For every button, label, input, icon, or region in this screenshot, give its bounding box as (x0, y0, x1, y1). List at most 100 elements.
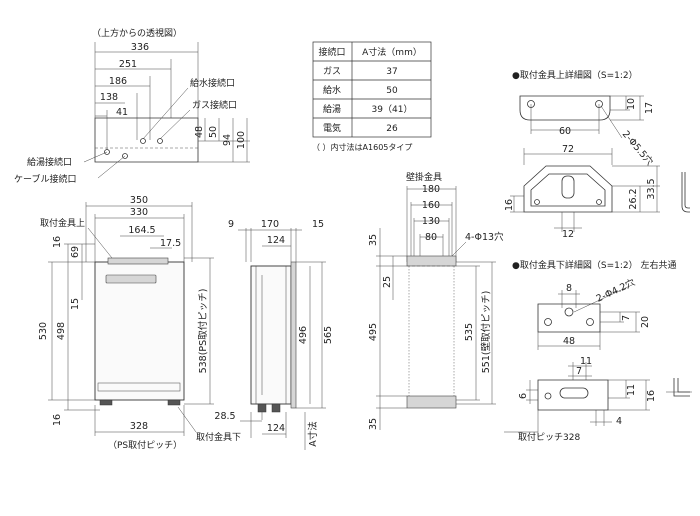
dim-15-side: 15 (312, 219, 324, 230)
label-bracket-bottom: 取付金具下 (196, 431, 241, 443)
table-cell: 電気 (323, 122, 341, 134)
dim-94: 94 (222, 134, 233, 146)
table-cell: 39（41） (372, 104, 413, 115)
table-header-a: A寸法（mm） (362, 46, 422, 58)
heater-front-body (94, 261, 185, 401)
display-panel (105, 274, 157, 284)
upper-bracket-detail: ●取付金具上詳細図（S=1:2） 60 10 17 2-Φ5.5穴 72 16 (504, 69, 690, 240)
lower-bracket-detail: ●取付金具下詳細図（S=1:2） 左右共通 8 2-Φ4.2穴 7 20 48 … (504, 259, 692, 443)
label-ps-pitch: （PS取付ピッチ） (108, 440, 182, 451)
dim-530: 530 (38, 322, 49, 340)
dim-124-top: 124 (267, 235, 285, 246)
dim-11-side: 11 (626, 384, 637, 396)
dim-7-lower: 7 (621, 315, 632, 321)
wall-bracket-title: 壁掛金具 (406, 171, 442, 183)
label-hot-water: 給湯接続口 (27, 156, 72, 168)
dim-69: 69 (70, 246, 81, 258)
dim-17: 17 (644, 102, 655, 114)
dim-100: 100 (236, 131, 247, 149)
dim-251: 251 (119, 59, 137, 70)
dim-495: 495 (368, 323, 379, 341)
dim-496: 496 (298, 326, 309, 344)
label-gas: ガス接続口 (192, 99, 237, 111)
dim-33-5: 33.5 (646, 178, 657, 199)
dim-16-bottom: 16 (52, 414, 63, 426)
dim-16-top: 16 (52, 236, 63, 248)
front-view: 350 330 取付金具上 164.5 17.5 16 69 15 530 49… (38, 195, 241, 451)
dim-180: 180 (422, 184, 440, 195)
gas-port-icon (157, 138, 163, 144)
table-header-port: 接続口 (318, 46, 345, 58)
hole-spec-lower: 2-Φ4.2穴 (594, 276, 637, 305)
hole-icon (564, 307, 574, 317)
cable-port-icon (122, 153, 128, 159)
hole-spec-upper: 2-Φ5.5穴 (620, 128, 656, 168)
dim-12: 12 (562, 229, 574, 240)
dim-72: 72 (562, 144, 574, 155)
dim-20: 20 (640, 316, 651, 328)
dim-6: 6 (518, 393, 529, 399)
heater-side-body (250, 265, 292, 405)
water-port-icon (140, 138, 146, 144)
upper-detail-title: ●取付金具上詳細図（S=1:2） (512, 69, 638, 81)
dim-10: 10 (626, 98, 637, 110)
mount-pitch-328: 取付ピッチ328 (518, 432, 580, 443)
table-cell: 給湯 (323, 103, 341, 115)
dim-336: 336 (131, 42, 149, 53)
dim-35-top: 35 (368, 234, 379, 246)
dimension-table: 接続口 A寸法（mm） ガス 37 給水 50 給湯 39（41） 電気 26 … (312, 41, 432, 152)
dim-498: 498 (56, 322, 67, 340)
dim-41: 41 (116, 107, 128, 118)
dim-50: 50 (208, 126, 219, 138)
dim-16-lower: 16 (646, 390, 657, 402)
dim-538-ps: 538(PS取付ピッチ) (198, 289, 209, 374)
dim-4: 4 (616, 416, 622, 427)
label-a-dimension: A寸法 (307, 421, 319, 447)
hot-water-port-icon (104, 149, 110, 155)
dim-11-top: 11 (580, 356, 592, 367)
table-cell: 給水 (323, 84, 341, 96)
dim-330: 330 (130, 207, 148, 218)
dim-9: 9 (228, 219, 234, 230)
hole-spec: 4-Φ13穴 (465, 231, 504, 243)
dim-551-wall-pitch: 551(壁取付ピッチ) (480, 291, 492, 374)
dim-170: 170 (261, 219, 279, 230)
dim-138: 138 (100, 92, 118, 103)
top-view: （上方からの透視図） 336 251 186 138 41 給水接続口 ガス接続… (14, 27, 250, 185)
dim-25: 25 (382, 276, 393, 288)
dim-535: 535 (464, 323, 475, 341)
dim-15: 15 (70, 298, 81, 310)
dim-26-2: 26.2 (628, 188, 639, 209)
table-cell: 50 (386, 86, 398, 96)
table-cell: 37 (386, 67, 397, 77)
dim-35-bottom: 35 (368, 418, 379, 430)
dim-565: 565 (323, 326, 334, 344)
table-note: （ ）内寸法はA1605タイプ (312, 142, 412, 152)
dim-17-5: 17.5 (160, 238, 181, 249)
dim-28-5: 28.5 (214, 411, 235, 422)
wall-bracket-view: 壁掛金具 180 160 130 80 4-Φ13穴 35 25 495 (368, 171, 504, 430)
dim-186: 186 (109, 76, 127, 87)
label-water-supply: 給水接続口 (190, 77, 235, 89)
dim-160: 160 (422, 200, 440, 211)
dim-8: 8 (566, 283, 572, 294)
dim-7-bottom: 7 (576, 366, 582, 377)
label-bracket-top: 取付金具上 (40, 217, 85, 229)
dim-80: 80 (425, 232, 437, 243)
table-cell: 26 (386, 124, 398, 134)
lower-detail-title: ●取付金具下詳細図（S=1:2） 左右共通 (512, 259, 676, 271)
dim-164-5: 164.5 (128, 225, 155, 236)
dim-48-lower: 48 (563, 336, 575, 347)
dim-350: 350 (130, 195, 148, 206)
dim-48: 48 (194, 126, 205, 138)
label-cable: ケーブル接続口 (14, 173, 76, 185)
dim-60: 60 (559, 126, 571, 137)
dim-328: 328 (130, 421, 148, 432)
table-cell: ガス (323, 66, 341, 77)
dim-124-bottom: 124 (267, 423, 285, 434)
top-view-title: （上方からの透視図） (92, 27, 182, 39)
side-view: 9 170 15 124 496 565 28.5 124 A寸法 (214, 219, 334, 450)
dim-16-upper: 16 (504, 199, 515, 211)
dim-130: 130 (422, 216, 440, 227)
